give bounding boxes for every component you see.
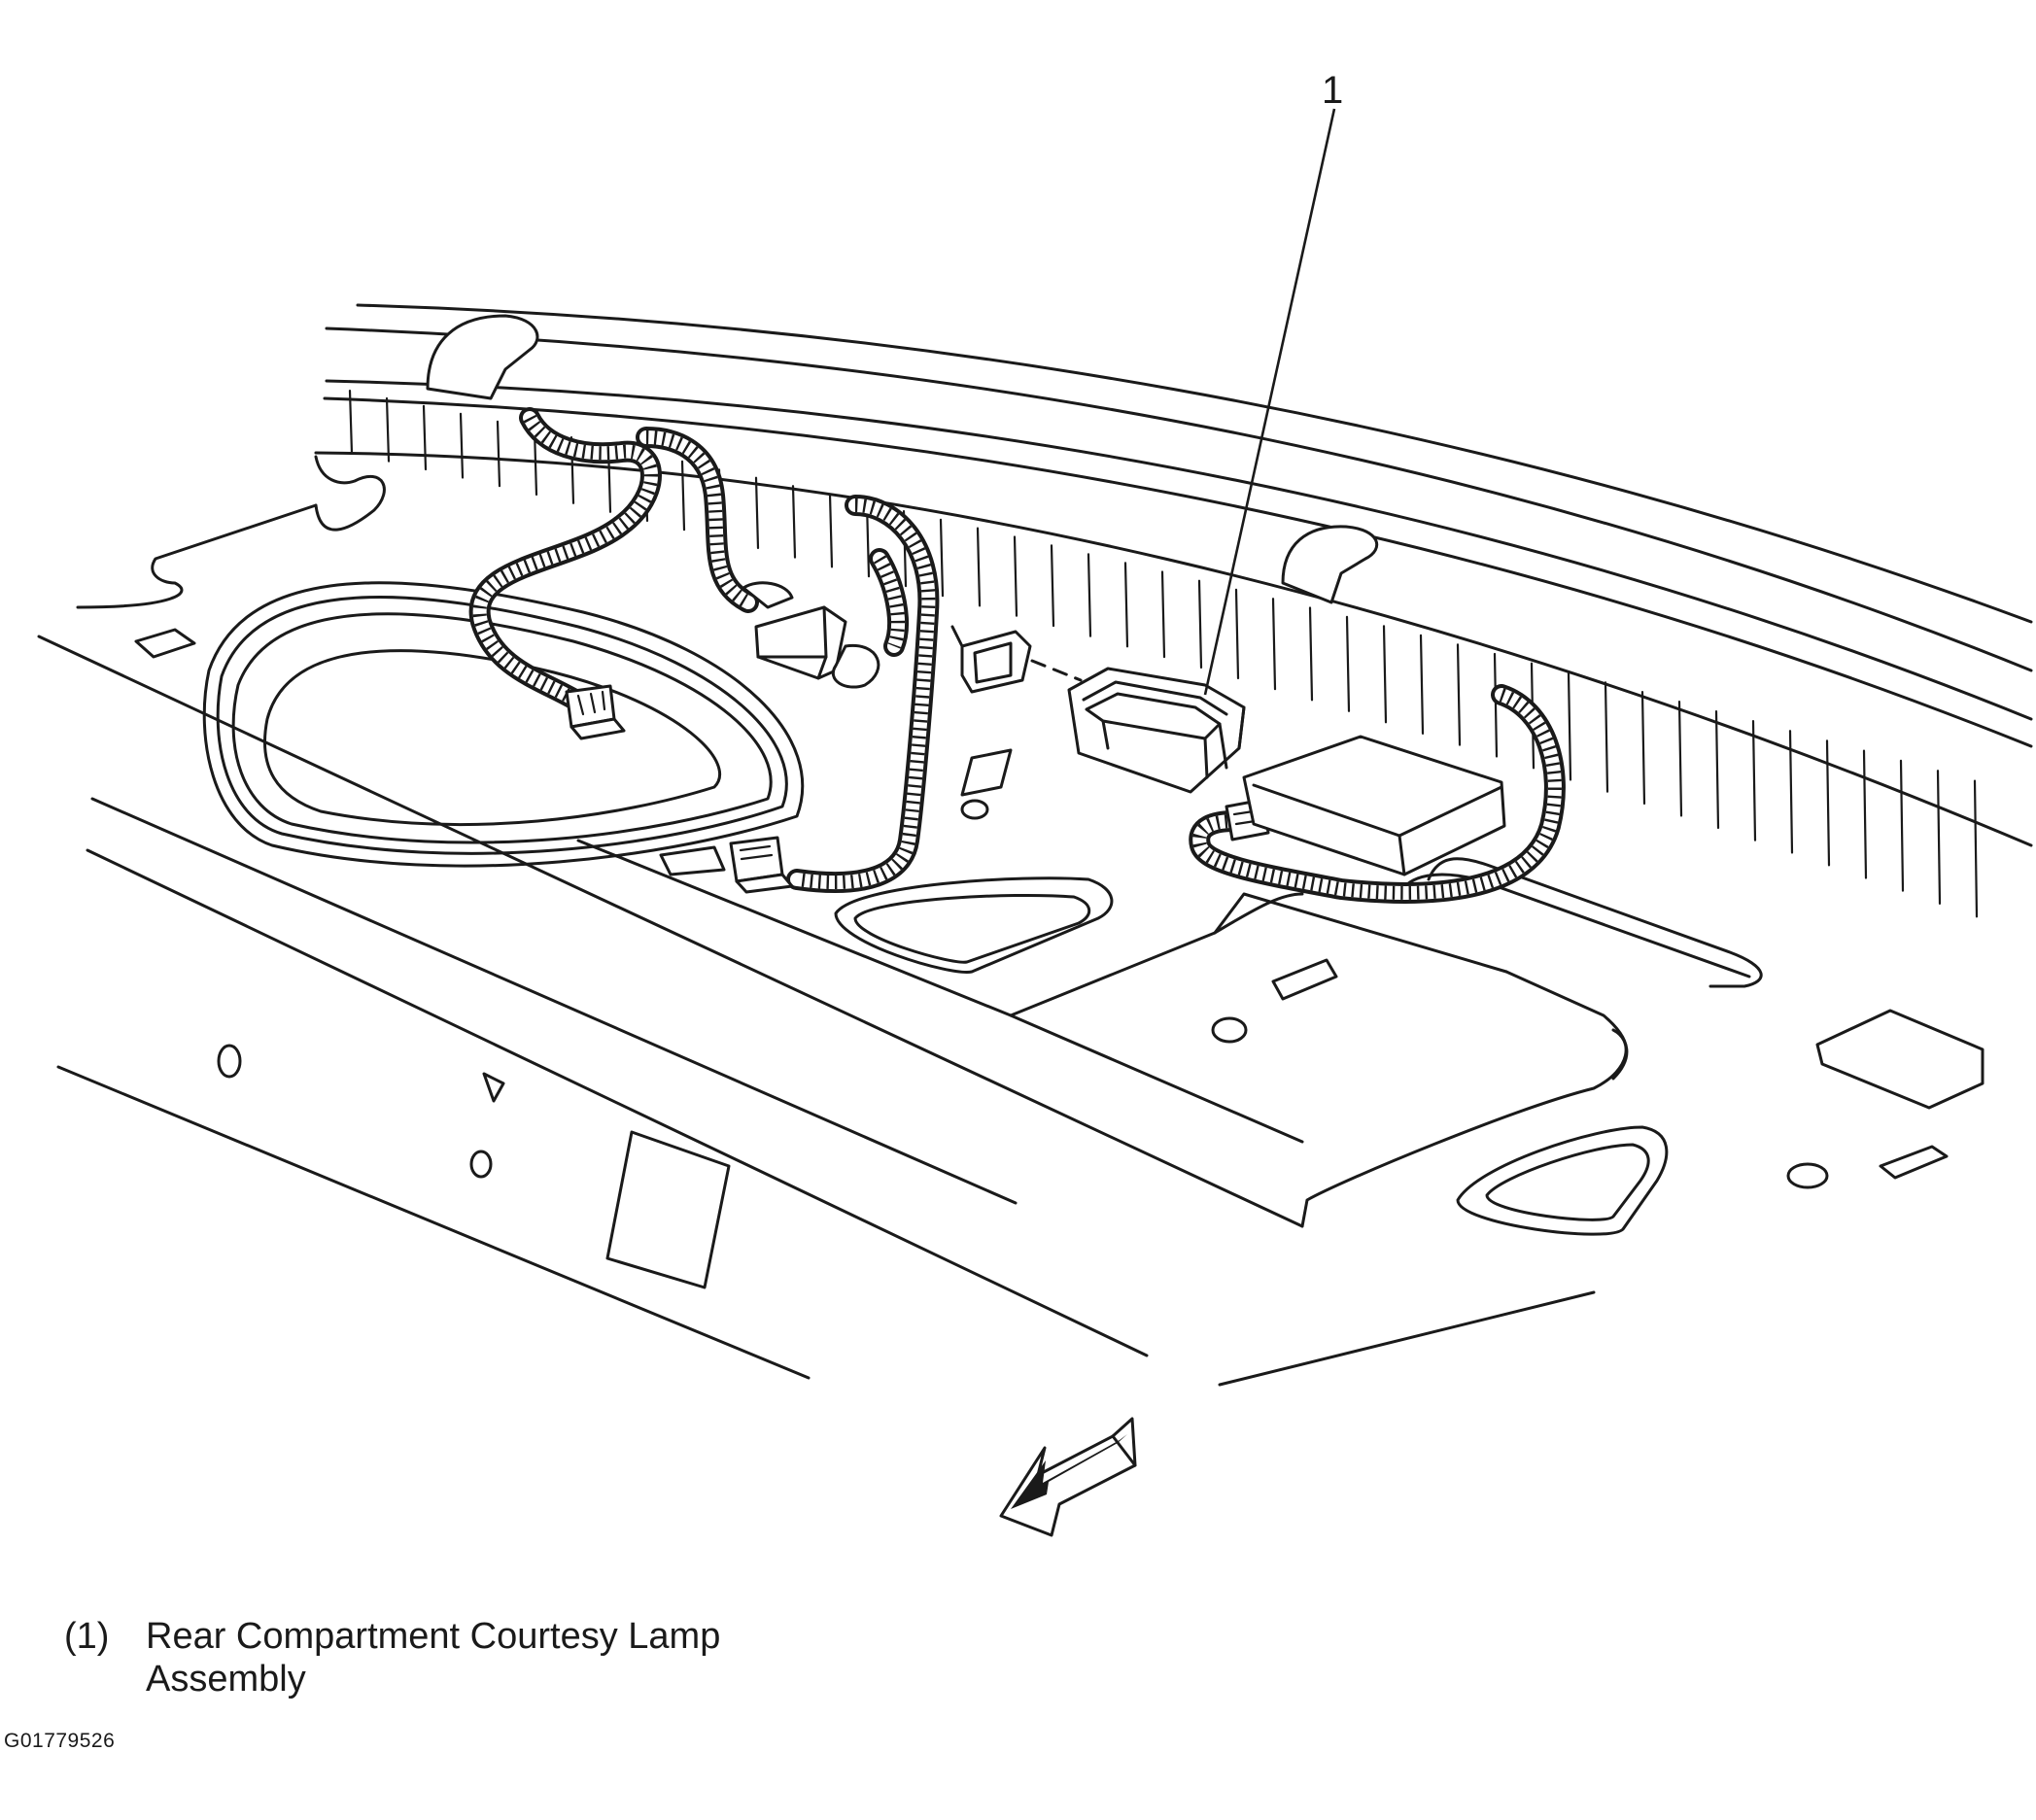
front-edge-tab (605, 1130, 731, 1289)
shelf-top-edges (314, 303, 2033, 847)
trim-rib (1160, 570, 1166, 659)
trim-rib (1050, 544, 1055, 628)
rail-tabs (426, 314, 1378, 604)
left-speaker-well (202, 581, 805, 868)
connector-center-lower (729, 836, 794, 894)
trim-rib (1087, 553, 1092, 637)
trim-rib (459, 412, 465, 479)
trim-rib (1788, 730, 1794, 854)
trim-rib (385, 396, 391, 463)
holes-and-slots (134, 628, 1984, 1189)
legend-item-text: Rear Compartment Courtesy Lamp Assembly (146, 1616, 721, 1700)
trim-rib (791, 485, 797, 559)
electrical-connectors (565, 581, 1270, 894)
trim-rib (1899, 759, 1905, 892)
trim-rib (1493, 652, 1499, 758)
trim-rib (828, 493, 834, 568)
trim-rib (1456, 643, 1462, 746)
callout-1-leader-line (1203, 108, 1336, 696)
trim-rib (1567, 671, 1572, 781)
connector-left (565, 684, 626, 740)
trim-rib (1308, 606, 1314, 702)
legend-item-1: (1) Rear Compartment Courtesy Lamp Assem… (64, 1615, 826, 1700)
center-platform (576, 839, 1629, 1144)
callout-1-label: 1 (1322, 69, 1343, 112)
trim-rib (1345, 615, 1351, 712)
triangular-openings (834, 857, 1763, 1236)
trim-rib (1640, 691, 1646, 806)
trim-rib (348, 390, 354, 455)
trim-rib (1419, 634, 1425, 735)
trim-rib (754, 476, 760, 550)
trim-rib (1973, 779, 1979, 918)
trim-rib (1751, 720, 1757, 841)
front-direction-arrow (999, 1417, 1137, 1537)
trim-rib (939, 518, 945, 598)
connector-top (742, 581, 880, 689)
connector-bracket (950, 625, 1032, 694)
trim-rib (496, 420, 501, 488)
shelf-panel (37, 455, 1628, 1387)
trim-rib (1936, 770, 1942, 905)
control-module (1242, 735, 1506, 876)
trim-rib (1677, 701, 1683, 817)
trim-rib (1604, 681, 1609, 793)
trim-rib (1862, 749, 1868, 879)
trim-rib (1714, 710, 1720, 830)
trim-rib (1013, 535, 1018, 617)
trim-rib (1825, 739, 1831, 867)
figure-id: G01779526 (4, 1730, 116, 1752)
trim-rib (1197, 579, 1203, 670)
trim-rib (680, 460, 686, 532)
legend-item-number: (1) (64, 1616, 110, 1657)
dashed-connection-line (1030, 659, 1083, 682)
trim-rib (1234, 588, 1240, 680)
ribbed-trim-strip (348, 390, 1979, 918)
trim-rib (1382, 625, 1388, 724)
trim-rib (1271, 598, 1277, 691)
trim-rib (976, 527, 982, 607)
trim-rib (422, 404, 428, 471)
wiring-harness (468, 407, 1566, 904)
trim-rib (1123, 562, 1129, 648)
courtesy-lamp-assembly (1067, 667, 1246, 794)
